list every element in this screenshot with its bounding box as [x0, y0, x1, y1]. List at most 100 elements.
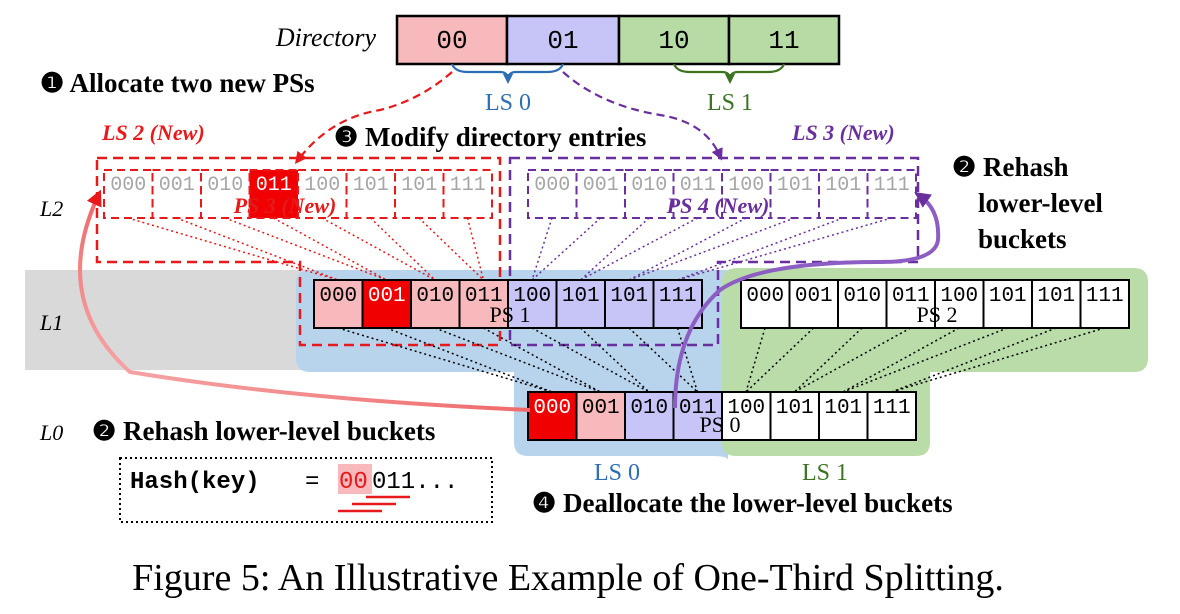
l0-ls1-label: LS 1: [802, 460, 848, 486]
ps2-connector: [793, 327, 863, 393]
dir-entry-10[interactable]: [617, 14, 731, 66]
ls3-label: LS 3 (New): [791, 120, 895, 145]
ps1-bucket: [458, 279, 509, 329]
dir-ls1-label: LS 1: [707, 90, 753, 116]
ps1-bucket-label: 010: [416, 285, 454, 308]
ps3-bucket-label: 001: [159, 174, 195, 197]
ps2-bucket: [885, 279, 936, 329]
hash-rest: 011...: [372, 469, 458, 496]
ps4-connector: [677, 217, 892, 281]
level-l1-label: L1: [39, 310, 63, 335]
ps2-bucket-label: 010: [843, 285, 881, 308]
ps2-bucket: [982, 279, 1033, 329]
ps3-bucket-label: 000: [110, 174, 146, 197]
ps0-bucket-label: 100: [727, 397, 765, 420]
ps2-bucket-label: 001: [795, 285, 833, 308]
ps4-bucket-label: 011: [680, 174, 716, 197]
ps2-bucket-label: 111: [1086, 285, 1124, 308]
ps1-connector: [483, 327, 601, 393]
step3-text: ❸ Modify directory entries: [334, 122, 646, 152]
ps2-connector: [745, 327, 815, 393]
figure-caption: Figure 5: An Illustrative Example of One…: [132, 557, 1004, 599]
ps0-bucket: [575, 391, 626, 441]
ps2-label: PS 2: [917, 302, 958, 327]
ps0-bucket: [527, 391, 578, 441]
step2-right-line2: lower-level: [978, 188, 1103, 218]
ps0-bucket: [624, 391, 675, 441]
ls3-outline: [508, 156, 920, 347]
ps0-bucket: [769, 391, 820, 441]
ps1-bucket: [604, 279, 655, 329]
directory-label: Directory: [275, 23, 377, 52]
ps3-bucket-label: 100: [304, 174, 340, 197]
hash-box: Hash(key) = 00 011...: [119, 457, 493, 523]
rehash-arrow-red: [78, 189, 531, 412]
ps3-connector: [273, 217, 387, 281]
ps4-bucket-label: 111: [874, 174, 910, 197]
rehash-arrow-purple: [673, 191, 941, 409]
ps4-label: PS 4 (New): [666, 193, 770, 218]
dir-brace-ls1: [672, 63, 786, 80]
ps0-bucket: [672, 391, 723, 441]
step4-text: ❹ Deallocate the lower-level buckets: [532, 488, 953, 518]
ps4-bucket-label: 100: [728, 174, 764, 197]
dir-entry-00[interactable]: [395, 14, 509, 66]
ps4-bucket-label: 001: [583, 174, 619, 197]
l2-to-l1-connectors: [127, 217, 892, 281]
ps1-connector: [628, 327, 699, 393]
ps2-connector: [794, 327, 911, 393]
dir-entry-00-label: 00: [436, 26, 467, 56]
ps0-bucket-label: 011: [679, 397, 717, 420]
ps0-bucket-label: 111: [873, 397, 911, 420]
ps4-bucket-label: 000: [534, 174, 570, 197]
level-l0-label: L0: [39, 420, 63, 445]
dir-entry-10-label: 10: [658, 26, 689, 56]
ps2-bucket: [740, 279, 791, 329]
modify-arrow-purple: [562, 71, 723, 161]
ps4-bucket-label: 101: [825, 174, 861, 197]
hash-func: Hash(key): [130, 469, 260, 496]
step2-right-line1: ❷ Rehash: [952, 152, 1068, 182]
modify-arrow-red: [294, 71, 453, 164]
ps4-new: 000 001 010 011 100 101 101 111 PS 4 (New): [508, 156, 920, 347]
ps4-bucket-label: 101: [777, 174, 813, 197]
l0-ls0-label: LS 0: [594, 460, 640, 486]
ps3-connector: [176, 217, 339, 281]
ls2-label: LS 2 (New): [101, 120, 205, 145]
ps2-bucket-label: 000: [746, 285, 784, 308]
ps2-connector: [842, 327, 960, 393]
ps0-bucket-label: 101: [824, 397, 862, 420]
ps1-bucket: [313, 279, 364, 329]
ps1-connector: [337, 327, 553, 393]
ps2-bucket: [1031, 279, 1082, 329]
dir-brace-ls0: [450, 63, 565, 80]
ps3-bucket-label: 111: [450, 174, 486, 197]
ps2-bucket-label: 011: [892, 285, 930, 308]
ps1-bucket-label: 101: [610, 285, 648, 308]
ps1-bucket: [361, 279, 412, 329]
ps4-connector: [531, 217, 602, 281]
ps1-connector: [531, 327, 650, 393]
hash-box-frame: [119, 457, 493, 523]
ps1-bucket-label: 101: [562, 285, 600, 308]
ps1-connector: [579, 327, 650, 393]
ps4-connector: [579, 217, 650, 281]
ps1-bucket-label: 001: [368, 285, 406, 308]
step2-left-text: ❷ Rehash lower-level buckets: [92, 416, 435, 446]
ps0-bucket-label: 001: [582, 397, 620, 420]
ps2-connector: [891, 327, 1105, 393]
ps3-bucket-label: 101: [401, 174, 437, 197]
ps2-bucket-label: 100: [940, 285, 978, 308]
ps3-connector: [321, 217, 436, 281]
l1-to-l0-connectors: [337, 327, 1105, 393]
ps3-connector: [466, 217, 485, 281]
dir-entry-11[interactable]: [727, 14, 841, 66]
